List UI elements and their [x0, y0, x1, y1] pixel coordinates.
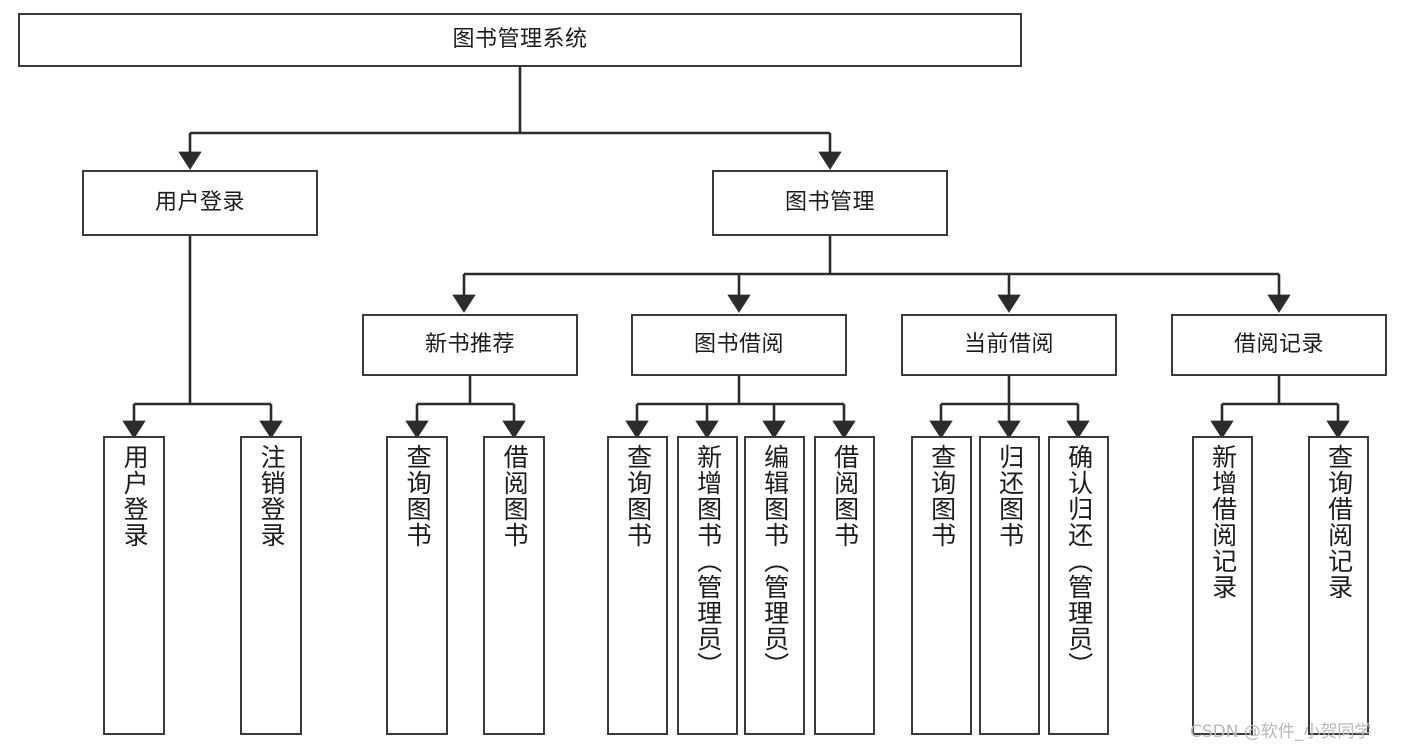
node-label: 查询图书 — [927, 444, 957, 548]
leaf-user-login-login[interactable]: 用户登录 — [103, 436, 165, 735]
leaf-record-add-record[interactable]: 新增借阅记录 — [1192, 436, 1253, 735]
node-root-system[interactable]: 图书管理系统 — [18, 13, 1022, 67]
node-book-management[interactable]: 图书管理 — [712, 170, 948, 236]
node-label: 确认归还（管理员） — [1064, 444, 1094, 678]
node-label: 新增借阅记录 — [1208, 444, 1238, 600]
node-label: 借阅图书 — [500, 444, 530, 548]
leaf-recommend-borrow-book[interactable]: 借阅图书 — [483, 436, 545, 735]
leaf-borrow-add-book-admin[interactable]: 新增图书（管理员） — [677, 436, 738, 735]
csdn-watermark: CSDN @软件_小贺同学 — [1190, 722, 1372, 742]
leaf-current-return-book[interactable]: 归还图书 — [979, 436, 1040, 735]
node-label: 借阅记录 — [1233, 332, 1324, 358]
node-label: 用户登录 — [120, 444, 150, 548]
node-borrow-record[interactable]: 借阅记录 — [1171, 314, 1387, 376]
node-new-book-recommend[interactable]: 新书推荐 — [362, 314, 578, 376]
node-label: 查询借阅记录 — [1324, 444, 1354, 600]
node-label: 新增图书（管理员） — [693, 444, 723, 678]
node-label: 借阅图书 — [830, 444, 860, 548]
node-label: 注销登录 — [257, 444, 287, 548]
leaf-record-query-record[interactable]: 查询借阅记录 — [1308, 436, 1369, 735]
leaf-current-query-book[interactable]: 查询图书 — [911, 436, 972, 735]
leaf-user-login-logout[interactable]: 注销登录 — [240, 436, 302, 735]
node-label: 当前借阅 — [963, 332, 1054, 358]
leaf-borrow-query-book[interactable]: 查询图书 — [607, 436, 668, 735]
node-label: 编辑图书（管理员） — [760, 444, 790, 678]
node-book-borrow[interactable]: 图书借阅 — [631, 314, 847, 376]
node-current-borrow[interactable]: 当前借阅 — [901, 314, 1117, 376]
node-label: 图书借阅 — [693, 332, 784, 358]
leaf-current-confirm-return-admin[interactable]: 确认归还（管理员） — [1048, 436, 1109, 735]
node-label: 用户登录 — [154, 190, 245, 216]
leaf-borrow-edit-book-admin[interactable]: 编辑图书（管理员） — [744, 436, 805, 735]
node-label: 查询图书 — [623, 444, 653, 548]
node-label: 图书管理系统 — [452, 27, 588, 53]
node-label: 查询图书 — [403, 444, 433, 548]
leaf-recommend-query-book[interactable]: 查询图书 — [386, 436, 448, 735]
node-label: 新书推荐 — [424, 332, 515, 358]
node-label: 归还图书 — [995, 444, 1025, 548]
node-user-login[interactable]: 用户登录 — [82, 170, 318, 236]
node-label: 图书管理 — [784, 190, 875, 216]
leaf-borrow-borrow-book[interactable]: 借阅图书 — [814, 436, 875, 735]
